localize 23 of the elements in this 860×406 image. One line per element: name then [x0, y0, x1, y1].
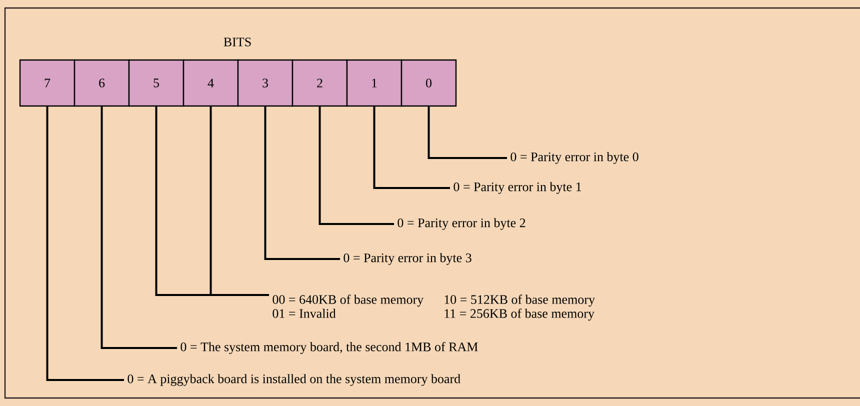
- description-text: 0 = The system memory board, the second 1MB of RAM: [180, 342, 478, 354]
- description-text: 0 = Parity error in byte 0: [510, 152, 638, 164]
- bit-cell: 4: [182, 59, 239, 107]
- description-text: 0 = Parity error in byte 3: [344, 253, 472, 265]
- bit-cell: 1: [346, 59, 402, 107]
- connector-line: [264, 106, 340, 260]
- connector-line: [318, 106, 394, 225]
- description-text: 00 = 640KB of base memory 10 = 512KB of base memory 01 = Invalid 11 = 256KB of base memory: [272, 294, 595, 321]
- bit-cell: 6: [74, 59, 130, 107]
- bit-cell: 3: [237, 59, 294, 107]
- connector-line: [100, 106, 177, 349]
- bit-cell: 7: [19, 59, 76, 107]
- bit-cell: 5: [128, 59, 184, 107]
- bit-cell: 0: [400, 59, 457, 107]
- connector-line: [373, 106, 450, 189]
- description-text: 0 = Parity error in byte 1: [454, 182, 582, 194]
- description-text: 0 = Parity error in byte 2: [398, 218, 526, 230]
- heading: BITS: [224, 38, 251, 46]
- connector-line: [210, 106, 269, 296]
- description-text: 0 = A piggyback board is installed on the system memory board: [128, 374, 460, 386]
- bit-cell: 2: [292, 59, 348, 107]
- connector-line: [428, 106, 507, 159]
- connector-line: [46, 106, 124, 381]
